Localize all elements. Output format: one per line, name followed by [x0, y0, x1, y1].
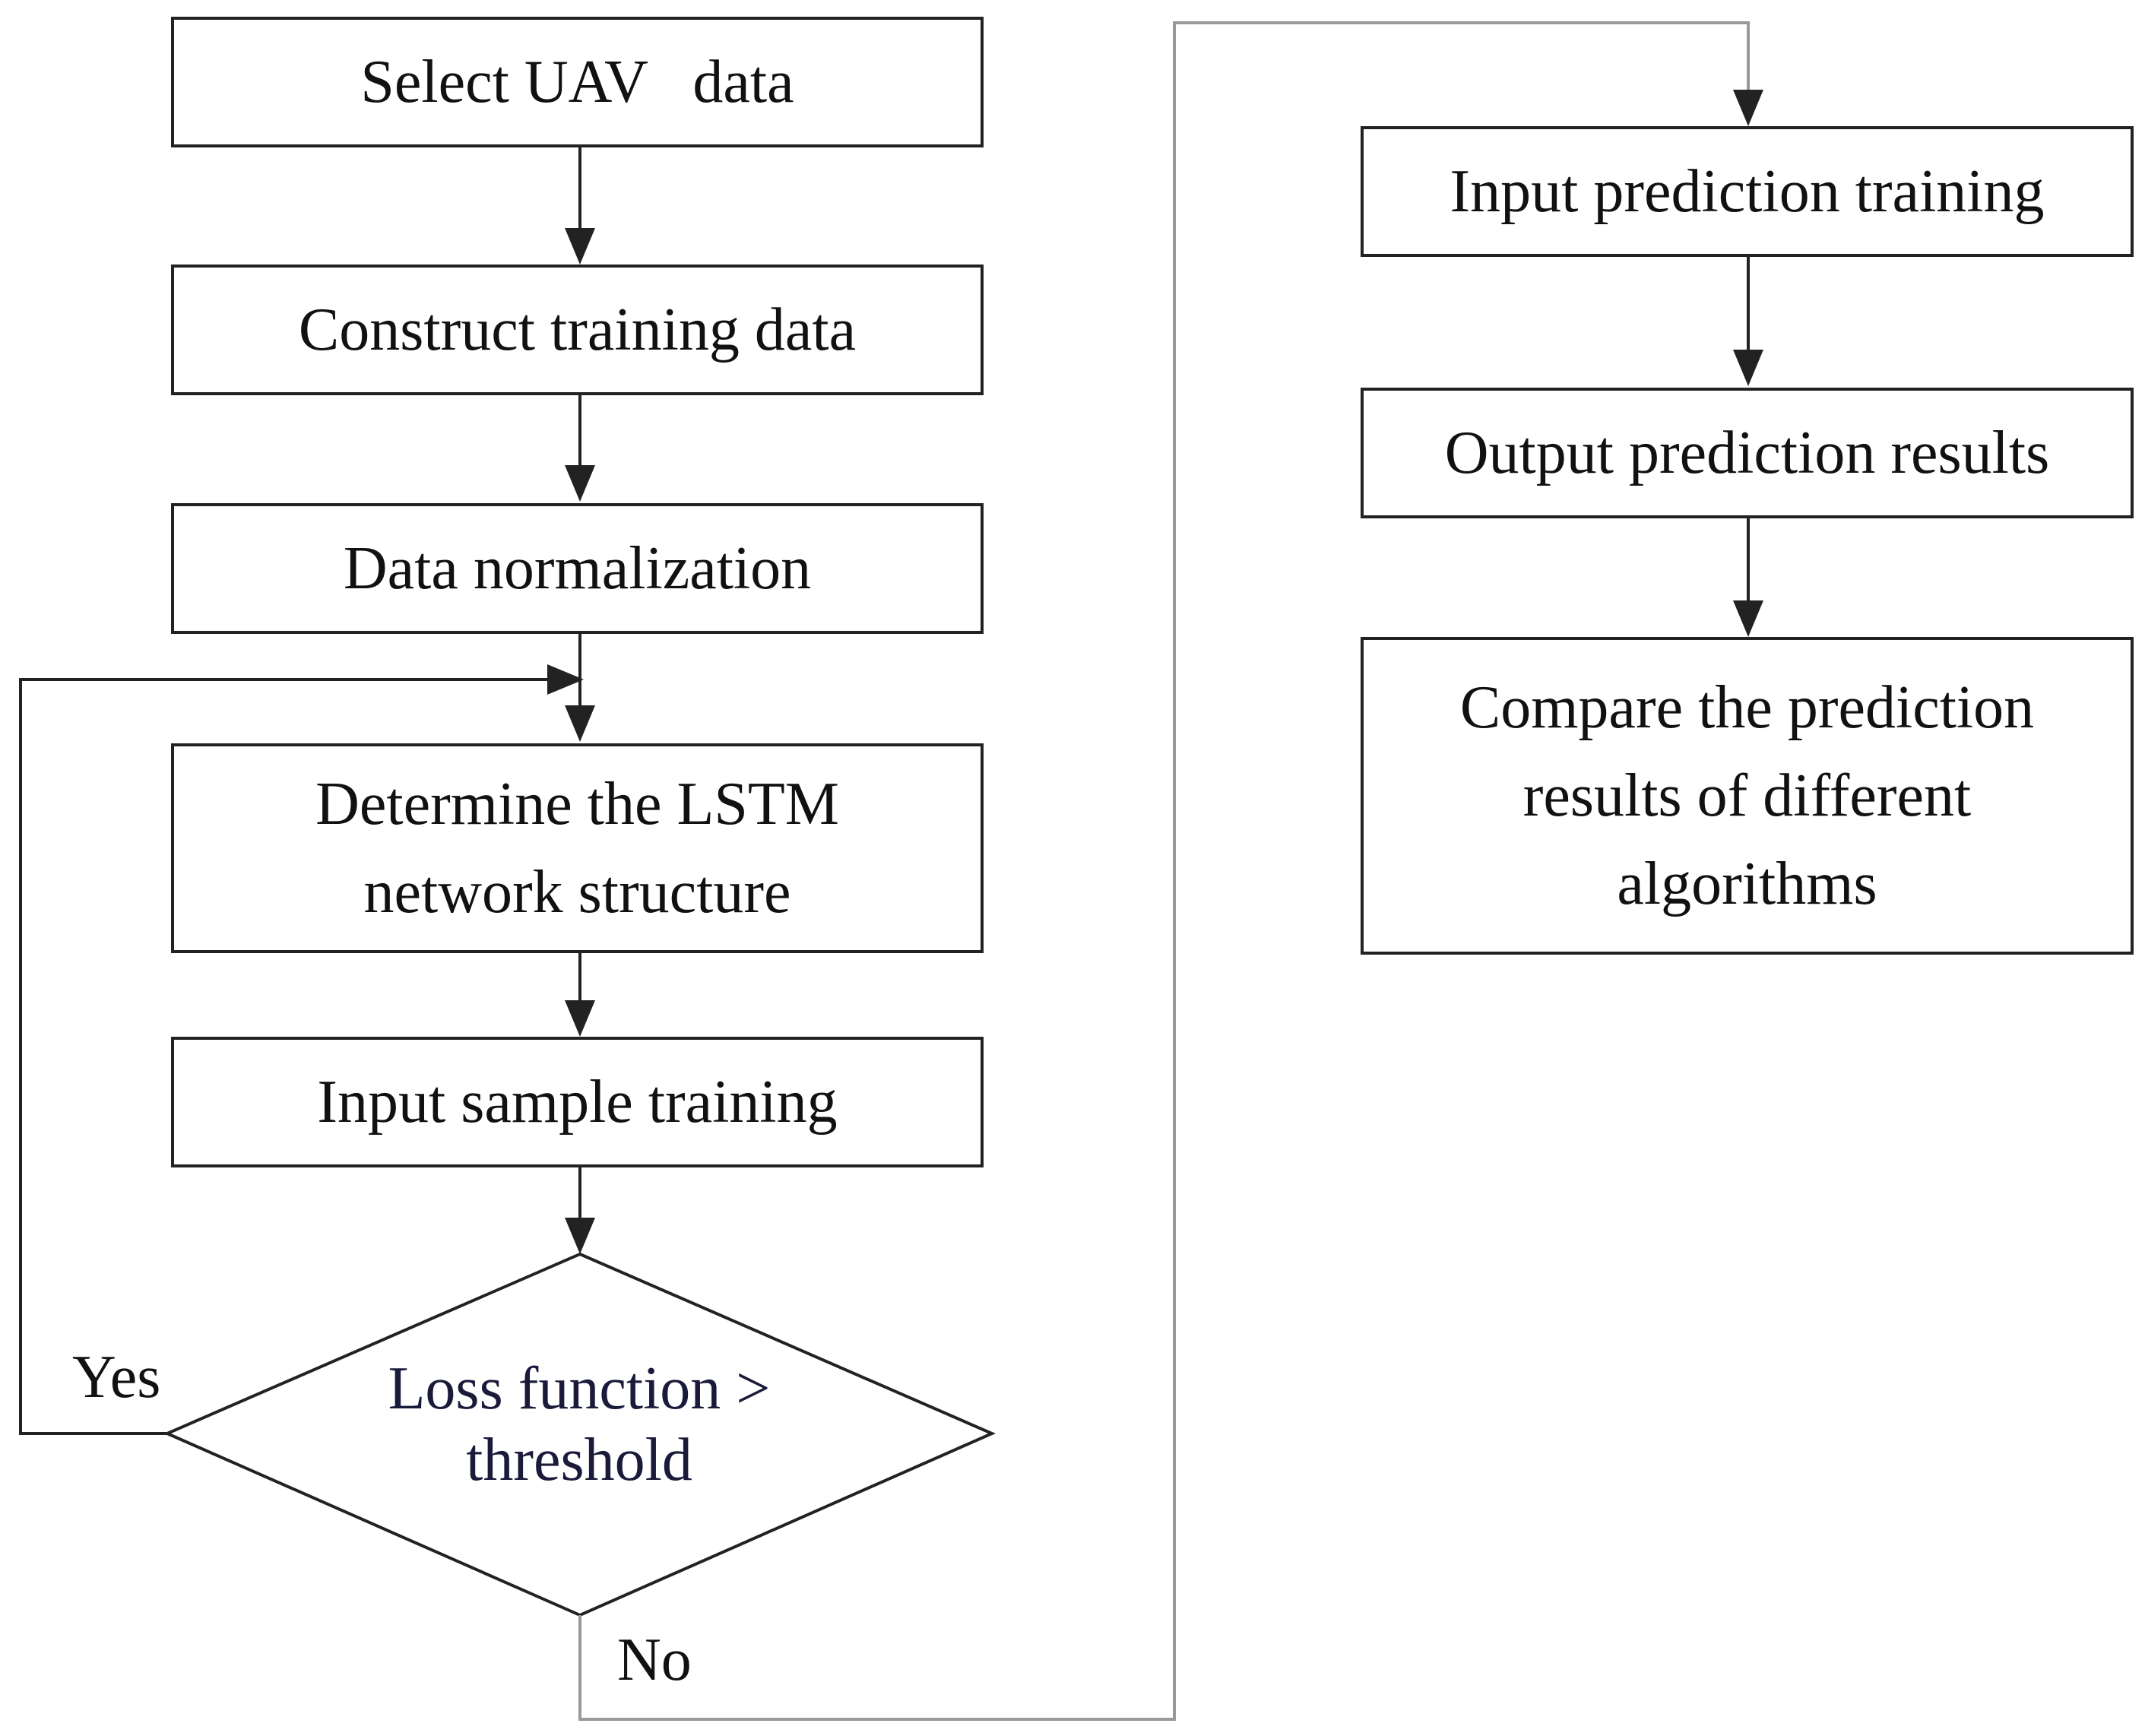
yes-label: Yes [72, 1344, 161, 1411]
compare-line2: results of different [1522, 762, 1972, 829]
no-label: No [617, 1627, 692, 1693]
output-results-box: Output prediction results [1361, 388, 2134, 518]
normalization-box: Data normalization [171, 503, 984, 634]
arrow-determine-to-input-sample [565, 953, 595, 1037]
arrow-input-sample-to-decision [565, 1167, 595, 1254]
arrow-normalization-to-determine [565, 634, 595, 742]
determine-structure-box: Determine the LSTM network structure [171, 743, 984, 953]
construct-training-label: Construct training data [298, 296, 857, 363]
compare-results-box: Compare the prediction results of differ… [1361, 637, 2134, 955]
input-sample-box: Input sample training [171, 1037, 984, 1167]
arrow-select-to-construct [565, 146, 595, 265]
compare-line3: algorithms [1617, 851, 1877, 917]
output-results-label: Output prediction results [1444, 420, 2050, 486]
select-data-label: Select UAV data [360, 49, 794, 116]
arrow-output-to-compare [1733, 518, 1763, 637]
input-prediction-label: Input prediction training [1450, 158, 2045, 225]
input-prediction-box: Input prediction training [1361, 126, 2134, 257]
determine-structure-line1: Determine the LSTM [315, 771, 839, 838]
select-data-box: Select UAV data [171, 17, 984, 147]
decision-line1: Loss function > [388, 1355, 771, 1422]
arrow-construct-to-normalization [565, 394, 595, 502]
decision-line2: threshold [466, 1427, 692, 1494]
decision-text: Loss function > threshold [260, 1353, 898, 1497]
no-path-connector [578, 21, 1763, 1721]
construct-training-box: Construct training data [171, 265, 984, 395]
yes-loop-connector [19, 664, 584, 1435]
input-sample-label: Input sample training [317, 1069, 838, 1136]
arrow-input-prediction-to-output [1733, 255, 1763, 386]
determine-structure-line2: network structure [363, 859, 791, 926]
normalization-label: Data normalization [343, 535, 812, 602]
compare-line1: Compare the prediction [1459, 674, 2035, 741]
